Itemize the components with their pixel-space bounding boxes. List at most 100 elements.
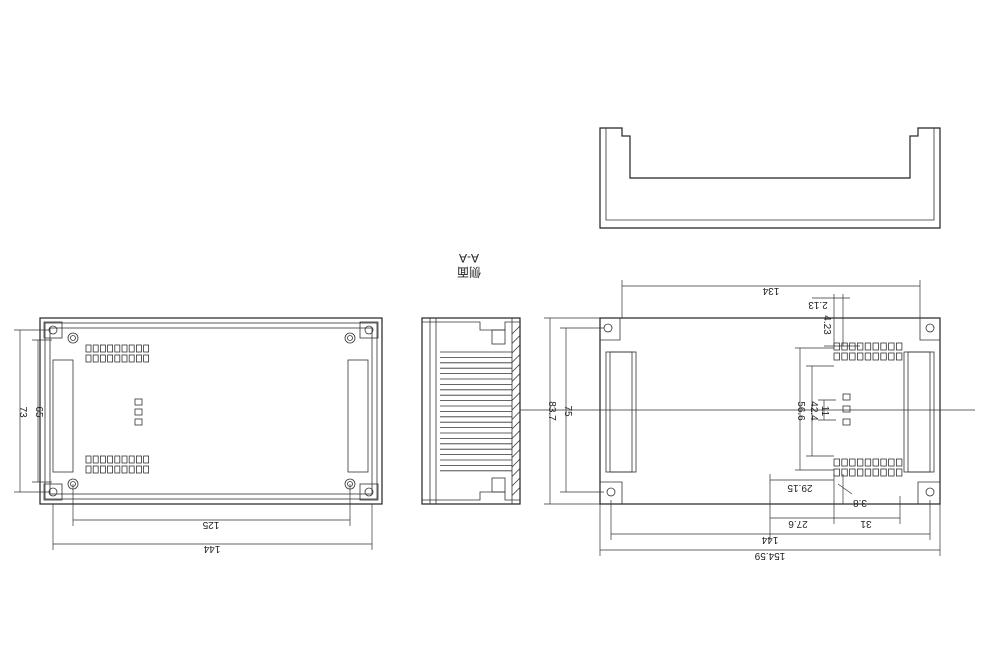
hatch-line (511, 430, 521, 439)
vent-slot (85, 354, 92, 363)
vent-slot (85, 465, 92, 474)
dim-29-15: 29.15 (787, 482, 812, 493)
hatch-line (511, 468, 521, 477)
dim-3-8: 3.8 (853, 497, 867, 508)
vent-slot (100, 344, 106, 353)
dim-front-width: 144 (203, 543, 220, 554)
right-vent-grid-bottom (833, 458, 903, 477)
dim-front-inner-width: 125 (202, 519, 219, 530)
vent-slot (143, 455, 150, 464)
vent-slot (880, 352, 887, 361)
vent-slot (857, 458, 864, 467)
vent-slot (85, 455, 92, 464)
vent-slot (833, 468, 840, 477)
right-center-indicators (842, 393, 851, 426)
vent-slot (114, 344, 121, 353)
vent-slot (100, 465, 106, 474)
hatch-line (511, 363, 521, 373)
hatch-line (511, 487, 521, 496)
vent-slot (135, 465, 142, 474)
hatch-line (511, 420, 521, 430)
vent-slot (92, 455, 99, 464)
vent-slot (114, 465, 121, 474)
front-vent-grid-bottom (85, 455, 150, 474)
vent-slot (114, 455, 121, 464)
vent-slot (107, 344, 113, 353)
dim-front-inner-height: 65 (33, 406, 44, 418)
side-fins (440, 351, 512, 472)
vent-slot (888, 458, 895, 467)
vent-slot (128, 354, 135, 363)
vent-slot (100, 455, 106, 464)
side-hatch (511, 325, 521, 496)
center-indicators (134, 398, 143, 426)
vent-slot (841, 468, 848, 477)
vent-slot (121, 344, 128, 353)
vent-slot (143, 354, 150, 363)
vent-slot (841, 342, 848, 351)
vent-slot (841, 458, 848, 467)
vent-slot (896, 342, 903, 351)
vent-slot (896, 468, 903, 477)
dim-front-height: 73 (17, 406, 28, 418)
vent-slot (849, 352, 856, 361)
vent-slot (896, 458, 903, 467)
vent-slot (92, 354, 99, 363)
right-view (520, 317, 975, 505)
dim-right-width-top: 134 (762, 285, 779, 296)
hatch-line (511, 449, 521, 458)
vent-slot (849, 458, 856, 467)
hatch-line (511, 382, 521, 392)
hatch-line (511, 439, 521, 449)
vent-slot (872, 342, 879, 351)
dim-27-6: 27.6 (788, 518, 808, 529)
right-dimensions: 134 83.7 75 2.13 4.23 56.6 42.4 11 29.15 (544, 280, 941, 561)
front-vent-grid-top (85, 344, 150, 363)
vent-slot (857, 468, 864, 477)
section-label-text: A-A (459, 251, 479, 265)
dim-right-height: 75 (562, 405, 573, 417)
vent-slot (135, 354, 142, 363)
vent-slot (833, 342, 840, 351)
vent-slot (128, 455, 135, 464)
vent-slot (872, 458, 879, 467)
right-vent-grid-top (833, 342, 903, 361)
vent-slot (121, 465, 128, 474)
vent-slot (872, 352, 879, 361)
hatch-line (511, 392, 521, 401)
hatch-line (511, 325, 521, 335)
right-slot (347, 359, 369, 473)
hatch-line (511, 335, 521, 344)
vent-slot (880, 468, 887, 477)
vent-slot (107, 354, 113, 363)
vent-slot (849, 342, 856, 351)
dim-11: 11 (819, 406, 830, 417)
vent-slot (864, 468, 872, 477)
vent-slot (896, 352, 903, 361)
vent-slot (107, 455, 113, 464)
vent-slot (92, 465, 99, 474)
dim-56-6: 56.6 (795, 401, 806, 421)
vent-slot (864, 342, 872, 351)
vent-slot (872, 468, 879, 477)
vent-slot (833, 352, 840, 361)
vent-slot (888, 352, 895, 361)
vent-slot (857, 342, 864, 351)
hatch-line (511, 477, 521, 487)
vent-slot (888, 468, 895, 477)
vent-slot (880, 458, 887, 467)
right-left-slot (605, 351, 637, 473)
vent-slot (888, 342, 895, 351)
vent-slot (100, 354, 106, 363)
left-slot (52, 359, 74, 473)
vent-slot (143, 465, 150, 474)
dim-right-width-bottom: 144 (761, 534, 778, 545)
dim-right-overall-height: 83.7 (546, 401, 557, 421)
hatch-line (511, 458, 521, 468)
vent-slot (135, 344, 142, 353)
vent-slot (849, 468, 856, 477)
hatch-line (511, 344, 521, 354)
vent-slot (841, 352, 848, 361)
vent-slot (135, 455, 142, 464)
side-view (421, 317, 521, 505)
